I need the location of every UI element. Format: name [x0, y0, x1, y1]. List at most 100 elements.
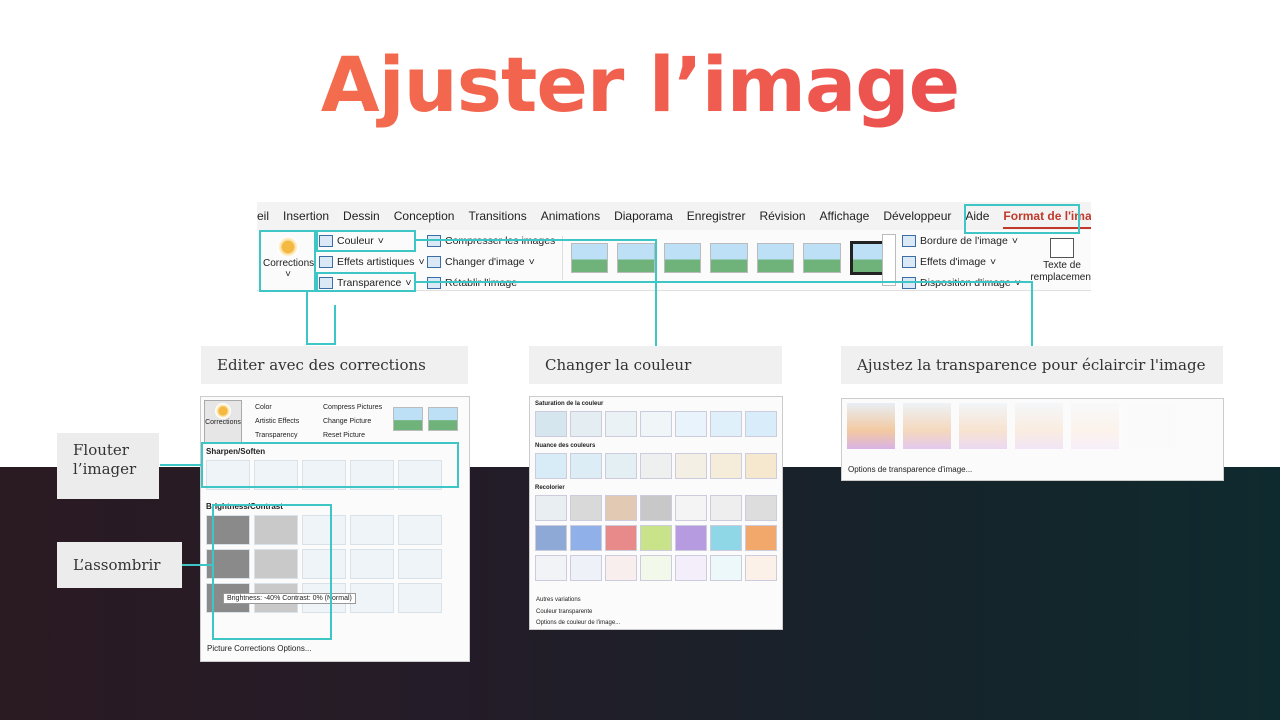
- picture-style-thumb[interactable]: [617, 243, 655, 273]
- tab-developpeur[interactable]: Développeur: [883, 209, 952, 223]
- artistic-effects-button[interactable]: Artistic Effects: [255, 418, 300, 425]
- preset-thumb[interactable]: [254, 549, 298, 579]
- options-transparence-link[interactable]: Options de transparence d'image...: [848, 465, 973, 474]
- swatch[interactable]: [640, 525, 672, 551]
- preset-thumb[interactable]: [302, 549, 346, 579]
- preset-thumb[interactable]: [350, 460, 394, 490]
- swatch[interactable]: [710, 453, 742, 479]
- compresser-images-button[interactable]: Compresser les images: [427, 235, 555, 247]
- swatch[interactable]: [570, 555, 602, 581]
- effets-image-button[interactable]: Effets d'image˅: [902, 256, 996, 268]
- swatch[interactable]: [675, 411, 707, 437]
- swatch[interactable]: [745, 495, 777, 521]
- swatch[interactable]: [710, 411, 742, 437]
- preset-thumb[interactable]: [302, 460, 346, 490]
- preset-thumb[interactable]: [398, 549, 442, 579]
- transparency-preset[interactable]: [1127, 403, 1175, 449]
- swatch[interactable]: [640, 555, 672, 581]
- picture-style-thumb[interactable]: [803, 243, 841, 273]
- swatch[interactable]: [605, 525, 637, 551]
- effets-artistiques-button[interactable]: Effets artistiques˅: [319, 256, 425, 268]
- preset-thumb[interactable]: [350, 515, 394, 545]
- tab-transitions[interactable]: Transitions: [468, 209, 527, 223]
- disposition-image-button[interactable]: Disposition d'image˅: [902, 277, 1021, 289]
- autres-variations-link[interactable]: Autres variations: [536, 597, 581, 603]
- preset-thumb[interactable]: [350, 583, 394, 613]
- swatch[interactable]: [570, 453, 602, 479]
- tab-revision[interactable]: Révision: [759, 209, 806, 223]
- swatch[interactable]: [535, 525, 567, 551]
- corrections-mini-button[interactable]: Corrections: [204, 400, 242, 444]
- swatch[interactable]: [675, 525, 707, 551]
- preset-thumb[interactable]: [350, 549, 394, 579]
- changer-image-button[interactable]: Changer d'image˅: [427, 256, 535, 268]
- compress-pictures-button[interactable]: Compress Pictures: [323, 404, 383, 411]
- tab-diaporama[interactable]: Diaporama: [614, 209, 673, 223]
- swatch[interactable]: [745, 453, 777, 479]
- swatch[interactable]: [535, 555, 567, 581]
- preset-thumb[interactable]: [254, 460, 298, 490]
- preset-thumb[interactable]: [398, 460, 442, 490]
- swatch[interactable]: [675, 495, 707, 521]
- transparency-button[interactable]: Transparency: [255, 432, 298, 439]
- transparence-button[interactable]: Transparence˅: [319, 277, 412, 289]
- tab-format-image[interactable]: Format de l'image: [996, 209, 1091, 229]
- swatch[interactable]: [535, 453, 567, 479]
- swatch[interactable]: [745, 411, 777, 437]
- picture-style-thumb[interactable]: [428, 407, 458, 431]
- retablir-image-button[interactable]: Rétablir l'image: [427, 277, 517, 289]
- preset-thumb[interactable]: [398, 583, 442, 613]
- transparency-preset[interactable]: [1071, 403, 1119, 449]
- bordure-image-button[interactable]: Bordure de l'image˅: [902, 235, 1018, 247]
- swatch[interactable]: [745, 525, 777, 551]
- swatch[interactable]: [710, 525, 742, 551]
- swatch[interactable]: [710, 495, 742, 521]
- gallery-scrollbar[interactable]: [882, 234, 896, 286]
- swatch[interactable]: [535, 411, 567, 437]
- preset-thumb[interactable]: [302, 515, 346, 545]
- preset-thumb[interactable]: [398, 515, 442, 545]
- swatch[interactable]: [570, 495, 602, 521]
- picture-style-thumb[interactable]: [663, 243, 702, 273]
- reset-picture-button[interactable]: Reset Picture: [323, 432, 366, 439]
- tab-animations[interactable]: Animations: [540, 209, 601, 223]
- swatch[interactable]: [675, 555, 707, 581]
- swatch[interactable]: [570, 525, 602, 551]
- swatch[interactable]: [535, 495, 567, 521]
- tab-aide[interactable]: Aide: [965, 209, 990, 223]
- swatch[interactable]: [640, 495, 672, 521]
- couleur-button[interactable]: Couleur˅: [319, 235, 384, 247]
- swatch[interactable]: [605, 495, 637, 521]
- transparency-preset[interactable]: [903, 403, 951, 449]
- transparency-preset[interactable]: [959, 403, 1007, 449]
- picture-style-thumb[interactable]: [571, 243, 609, 273]
- swatch[interactable]: [675, 453, 707, 479]
- preset-thumb[interactable]: [206, 460, 250, 490]
- color-button[interactable]: Color: [255, 404, 272, 411]
- alt-text-button[interactable]: Texte de remplacement: [1027, 238, 1091, 284]
- swatch[interactable]: [570, 411, 602, 437]
- swatch[interactable]: [640, 411, 672, 437]
- tab-insertion[interactable]: Insertion: [283, 209, 330, 223]
- tab-dessin[interactable]: Dessin: [343, 209, 380, 223]
- couleur-transparente-link[interactable]: Couleur transparente: [536, 609, 593, 615]
- tab-enregistrer[interactable]: Enregistrer: [686, 209, 746, 223]
- picture-style-thumb[interactable]: [756, 243, 795, 273]
- transparency-preset[interactable]: [1015, 403, 1063, 449]
- transparency-preset[interactable]: [847, 403, 895, 449]
- swatch[interactable]: [745, 555, 777, 581]
- swatch[interactable]: [640, 453, 672, 479]
- tab-accueil-partial[interactable]: eil: [257, 209, 270, 223]
- swatch[interactable]: [605, 411, 637, 437]
- options-couleur-link[interactable]: Options de couleur de l'image...: [536, 620, 621, 626]
- picture-style-thumb[interactable]: [393, 407, 423, 431]
- swatch[interactable]: [605, 453, 637, 479]
- tab-affichage[interactable]: Affichage: [819, 209, 870, 223]
- preset-thumb[interactable]: [254, 515, 298, 545]
- change-picture-button[interactable]: Change Picture: [323, 418, 372, 425]
- tab-conception[interactable]: Conception: [393, 209, 455, 223]
- swatch[interactable]: [605, 555, 637, 581]
- swatch[interactable]: [710, 555, 742, 581]
- picture-corrections-options-link[interactable]: Picture Corrections Options...: [207, 644, 312, 653]
- corrections-button[interactable]: Corrections ˅: [263, 234, 314, 288]
